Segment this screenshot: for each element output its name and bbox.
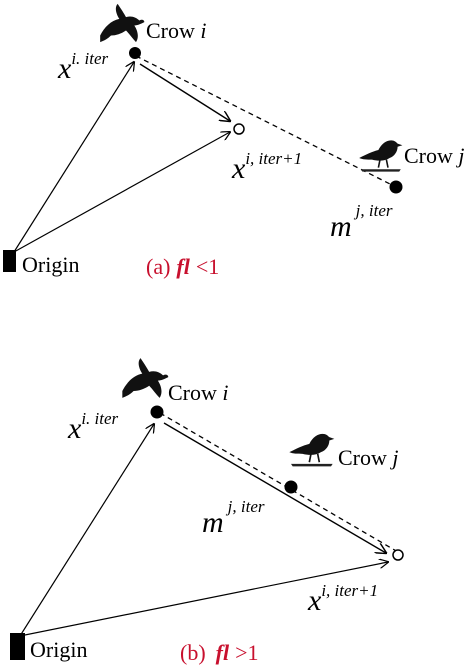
x-next-label: xi, iter+1: [231, 149, 302, 185]
dashed-line-x-to-m: [159, 412, 399, 553]
crow-j-icon: [358, 139, 404, 173]
move-arrow: [163, 422, 386, 553]
x-next-point: [392, 549, 404, 561]
crow-i-icon: [122, 358, 169, 398]
x-current-point: [150, 405, 164, 419]
crow-j-label: Crow j: [404, 143, 465, 168]
origin-marker: [3, 250, 16, 272]
x-current-point: [129, 47, 141, 59]
x-next-label: xi, iter+1: [307, 581, 378, 617]
move-arrow: [139, 63, 230, 121]
vector-origin-to-x-next: [19, 562, 388, 637]
vector-origin-to-x-current: [19, 424, 154, 637]
x-current-label: xi. iter: [57, 49, 109, 85]
crow-i-label: Crow i: [168, 380, 229, 405]
origin-label: Origin: [30, 637, 87, 662]
origin-label: Origin: [22, 252, 79, 277]
x-next-point: [233, 123, 245, 135]
caption-a: (a)fl<1: [146, 254, 219, 279]
dashed-line-x-to-m: [135, 55, 397, 188]
vector-origin-to-x-current: [13, 62, 134, 253]
m-point: [389, 180, 403, 194]
origin-marker: [10, 633, 25, 660]
crow-j-icon: [288, 432, 336, 468]
crow-i-label: Crow i: [146, 18, 207, 43]
crow-i-icon: [100, 3, 145, 43]
crow-j-label: Crow j: [338, 445, 399, 470]
m-point: [284, 480, 298, 494]
vector-origin-to-x-next: [13, 132, 230, 253]
caption-b: (b)fl>1: [180, 640, 259, 665]
x-current-label: xi. iter: [67, 409, 119, 445]
